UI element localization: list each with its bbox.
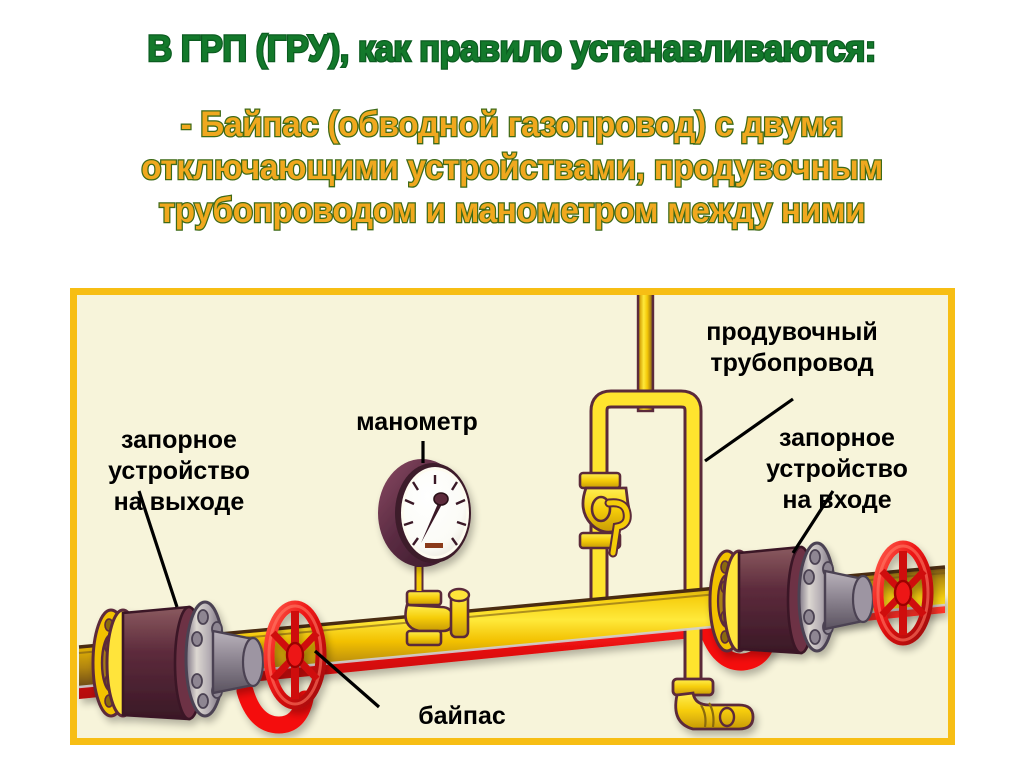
gauge-tap-fittings (404, 587, 471, 647)
leader-outlet (137, 490, 179, 608)
slide-title: В ГРП (ГРУ), как правило устанавливаются… (0, 27, 1024, 71)
gauge-dial-ticks (403, 475, 467, 546)
inlet-shutoff-valve[interactable] (708, 540, 934, 655)
purge-valve[interactable] (578, 471, 632, 558)
label-purge-pipeline: продувочный трубопровод (706, 318, 878, 377)
diagram-illustration (78, 295, 946, 734)
leader-inlet (791, 490, 835, 554)
outlet-shutoff-valve[interactable] (91, 600, 327, 721)
subtitle-line-3: трубопроводом и манометром между ними (157, 190, 866, 232)
leader-bypass (313, 649, 381, 709)
slide-subtitle: - Байпас (обводной газопровод) с двумя о… (0, 103, 1024, 232)
gauge-brand-mark (425, 543, 443, 548)
gauge-needle (421, 492, 449, 543)
pressure-gauge[interactable] (378, 459, 471, 647)
label-inlet-shutoff: запорное устройство на входе (766, 424, 908, 514)
label-outlet-shutoff: запорное устройство на выходе (108, 426, 250, 516)
label-pressure-gauge: манометр (356, 408, 478, 436)
diagram-frame: запорное устройство на выходе манометр п… (70, 288, 955, 745)
leader-purge (704, 397, 794, 463)
leader-lines (137, 397, 835, 709)
drain-valve[interactable] (671, 677, 755, 731)
slide-title-text: В ГРП (ГРУ), как правило устанавливаются… (147, 27, 878, 71)
subtitle-line-2: отключающими устройствами, продувочным (140, 147, 884, 189)
label-bypass: байпас (418, 702, 506, 730)
inlet-handwheel-icon[interactable] (872, 540, 934, 646)
subtitle-line-1: - Байпас (обводной газопровод) с двумя (179, 104, 845, 146)
